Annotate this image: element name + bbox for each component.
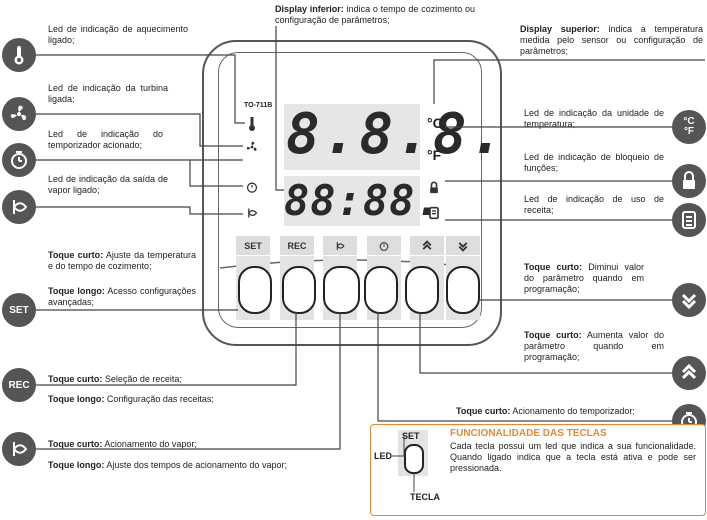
label-down-curto: Toque curto: Diminui valor do parâmetro … [524,262,644,294]
recipe-icon [672,203,706,237]
thermometer-icon [2,38,36,72]
timer-icon [2,143,36,177]
set-icon: SET [2,293,36,327]
label-rec-curto: Toque curto: Seleção de receita; [48,374,182,384]
steam-led-icon [245,206,259,225]
down-key[interactable] [446,266,480,314]
label-led-unidade: Led de indicação da unidade de temperatu… [524,108,664,129]
label-led-turbina: Led de indicação da turbina ligada; [48,83,168,104]
label-led-bloqueio: Led de indicação de bloqueio de funções; [524,152,664,173]
info-box-text: Cada tecla possui um led que indica a su… [450,441,696,473]
controller-panel-inner [218,52,482,328]
timer-led-icon [245,180,259,199]
key-label-set: SET [236,236,270,255]
key-label-up [410,236,444,255]
label-set-longo: Toque longo: Acesso configurações avança… [48,286,196,307]
info-box-title: FUNCIONALIDADE DAS TECLAS [450,428,607,439]
fan-icon [2,97,36,131]
label-vapor-curto: Toque curto: Acionamento do vapor; [48,439,197,449]
up-key-icon [672,356,706,390]
label-led-receita: Led de indicação de uso de receita; [524,194,664,215]
rec-icon: REC [2,368,36,402]
display-lower-value: 88:88. [284,176,442,225]
info-leaders [392,436,415,492]
steam-icon [2,190,36,224]
label-rec-longo: Toque longo: Configuração das receitas; [48,394,214,404]
display-upper [284,104,420,170]
display-upper-value: 8.8.8. [286,102,507,167]
label-led-aquecimento: Led de indicação de aquecimento ligado; [48,24,188,45]
steam-key-icon [2,432,36,466]
lock-icon [672,164,706,198]
label-led-temporizador: Led de indicação do temporizador acionad… [48,129,163,150]
key-label-rec: REC [280,236,314,255]
label-timer-curto: Toque curto: Acionamento do temporizador… [456,406,635,416]
heating-led-icon [247,116,257,137]
label-display-superior: Display superior: indica a temperatura m… [520,24,703,56]
model-label: TO-711B [244,102,273,109]
display-lower [284,176,420,226]
timer-key[interactable] [364,266,398,314]
recipe-led-icon [428,206,440,225]
key-label-timer [367,236,401,255]
unit-f-led: °F [427,147,442,163]
key-label-steam [323,236,357,255]
fan-led-icon [245,140,259,159]
key-label-down [446,236,480,255]
temperature-unit-icon: °C°F [672,110,706,144]
info-tecla-label: TECLA [410,492,440,502]
label-led-vapor: Led de indicação da saída de vapor ligad… [48,174,168,195]
down-key-icon [672,283,706,317]
label-set-curto: Toque curto: Ajuste da temperatura e do … [48,250,196,271]
info-set-label: SET [402,431,420,441]
label-vapor-longo: Toque longo: Ajuste dos tempos de aciona… [48,460,287,470]
label-up-curto: Toque curto: Aumenta valor do parâmetro … [524,330,664,362]
label-display-inferior: Display inferior: indica o tempo de cozi… [275,4,476,25]
lock-led-icon [428,181,440,200]
steam-key[interactable] [323,266,360,314]
set-key[interactable] [238,266,272,314]
unit-c-led: °C [427,115,443,131]
info-led-label: LED [374,451,392,461]
rec-key[interactable] [282,266,316,314]
up-key[interactable] [405,266,439,314]
